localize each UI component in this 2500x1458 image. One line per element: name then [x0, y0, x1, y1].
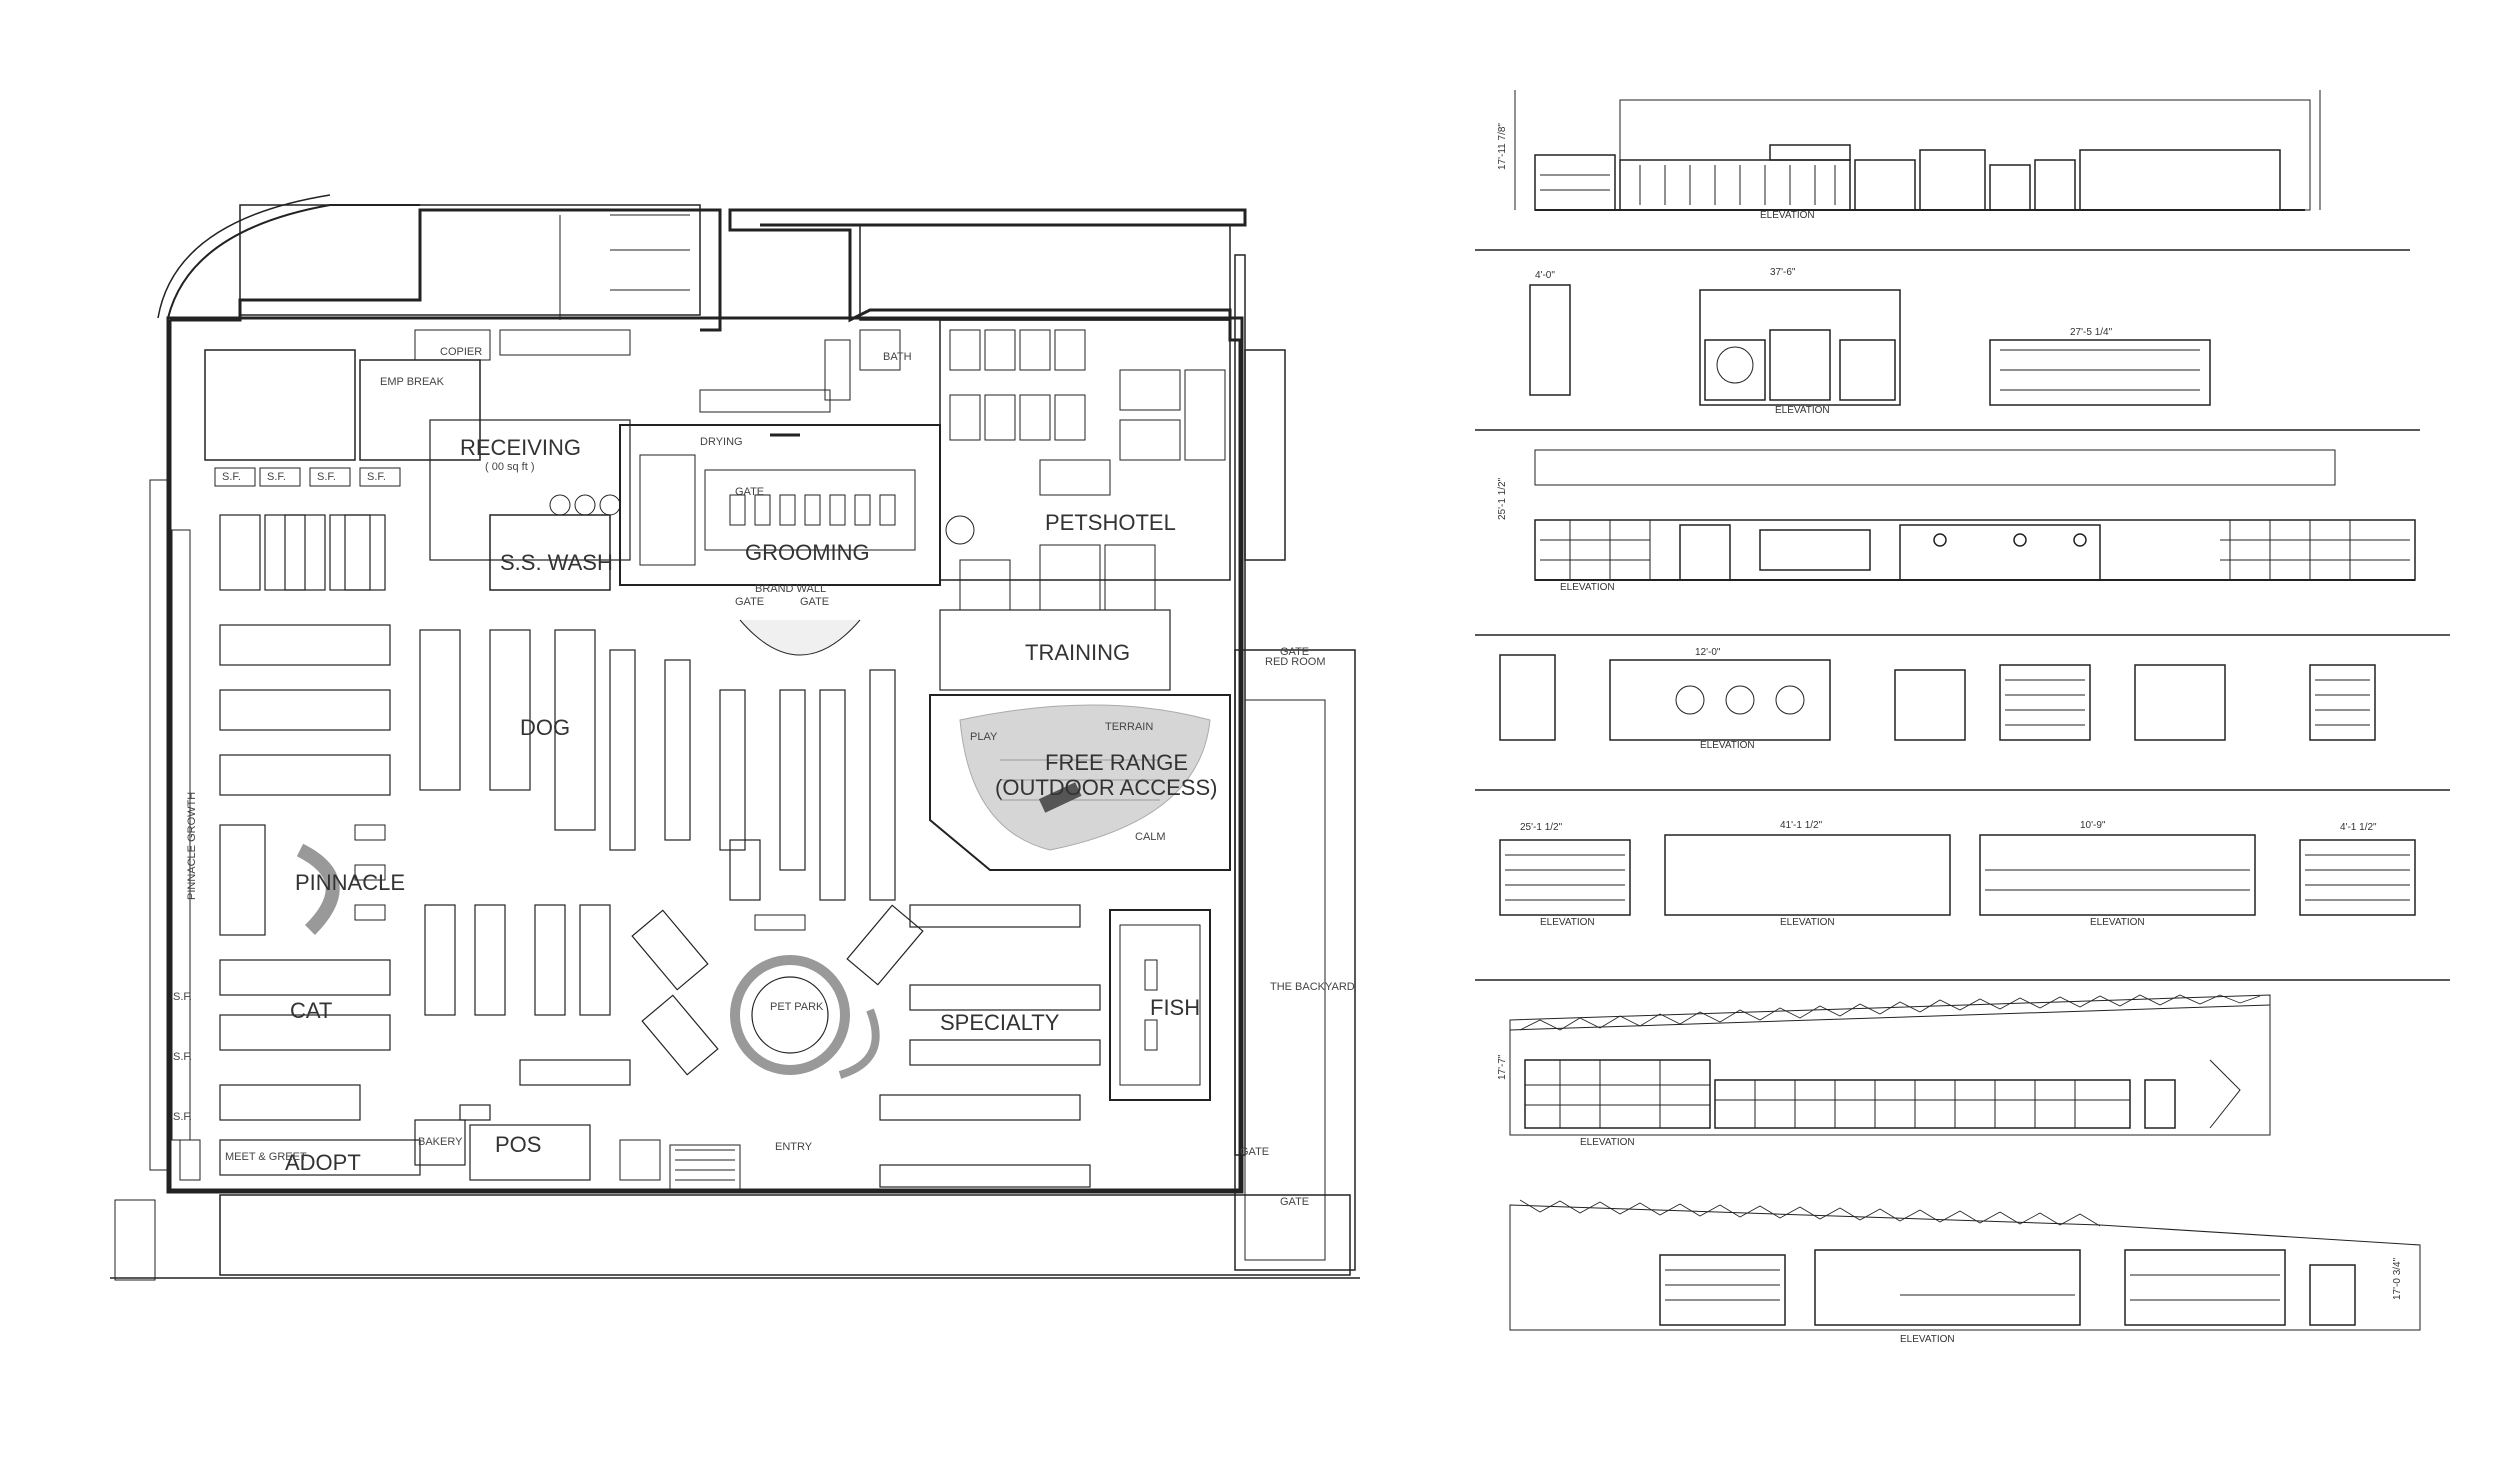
dim-row5-d: 4'-1 1/2"	[2340, 822, 2377, 833]
label-sf-5: S.F.	[173, 991, 192, 1003]
free-range-area	[929, 694, 1231, 871]
label-receiving-sub: ( 00 sq ft )	[485, 461, 535, 473]
caption-2: ELEVATION	[1775, 405, 1830, 416]
elevation-row-7	[1509, 1199, 2421, 1331]
dim-row3-height: 25'-1 1/2"	[1497, 477, 1508, 520]
label-sf-4: S.F.	[367, 471, 386, 483]
label-bakery: BAKERY	[418, 1136, 463, 1148]
pinnacle-display	[296, 843, 340, 935]
label-brand-wall: BRAND WALL	[755, 583, 826, 595]
label-pinnacle-growth: PINNACLE GROWTH	[186, 792, 198, 900]
dim-row5-a: 25'-1 1/2"	[1520, 822, 1563, 833]
cat-aisles	[219, 904, 631, 1121]
label-emp-break: EMP BREAK	[380, 376, 445, 388]
label-pet-park: PET PARK	[770, 1001, 824, 1013]
label-sf-6: S.F.	[173, 1051, 192, 1063]
label-training: TRAINING	[1025, 640, 1130, 665]
elevation-row-1	[1514, 90, 2321, 211]
label-sf-3: S.F.	[317, 471, 336, 483]
dim-row6-height: 17'-7"	[1497, 1054, 1508, 1080]
elevation-row-6	[1509, 994, 2271, 1136]
caption-1: ELEVATION	[1760, 210, 1815, 221]
floor-plan	[110, 194, 1360, 1281]
curved-facade	[167, 204, 420, 319]
label-cat: CAT	[290, 998, 332, 1023]
label-bath: BATH	[883, 351, 912, 363]
dim-row4-a: 12'-0"	[1695, 647, 1721, 658]
elevations: 17'-11 7/8" 4'-0" 37'-6" 27'-5 1/4"	[1475, 90, 2450, 1345]
caption-7: ELEVATION	[2090, 917, 2145, 928]
ss-wash-room	[489, 514, 611, 591]
label-grooming: GROOMING	[745, 540, 870, 565]
label-sf-1: S.F.	[222, 471, 241, 483]
label-ss-wash: S.S. WASH	[500, 550, 613, 575]
dog-aisles	[219, 514, 896, 901]
label-the-backyard: THE BACKYARD	[1270, 981, 1355, 993]
label-specialty: SPECIALTY	[940, 1010, 1060, 1035]
elevation-row-4	[1499, 654, 2376, 741]
label-calm: CALM	[1135, 831, 1166, 843]
dim-row7-height: 17'-0 3/4"	[2392, 1257, 2403, 1300]
bakery	[414, 1119, 466, 1166]
caption-9: ELEVATION	[1900, 1334, 1955, 1345]
label-gate-4: GATE	[1280, 646, 1309, 658]
pos-counter	[469, 1124, 591, 1181]
building-outline	[168, 208, 1247, 1192]
label-gate-5: GATE	[1240, 1146, 1269, 1158]
elevation-row-2	[1529, 284, 2211, 406]
fish-room	[1109, 909, 1211, 1101]
label-gate-3: GATE	[800, 596, 829, 608]
label-gate-6: GATE	[1280, 1196, 1309, 1208]
label-terrain: TERRAIN	[1105, 721, 1153, 733]
caption-8: ELEVATION	[1580, 1137, 1635, 1148]
floor-plan-labels: RECEIVING ( 00 sq ft ) S.S. WASH GROOMIN…	[173, 346, 1355, 1208]
caption-6: ELEVATION	[1780, 917, 1835, 928]
label-sf-2: S.F.	[267, 471, 286, 483]
label-free-range: FREE RANGE	[1045, 750, 1188, 775]
label-copier: COPIER	[440, 346, 482, 358]
label-drying: DRYING	[700, 436, 743, 448]
dim-row2-a: 4'-0"	[1535, 270, 1555, 281]
label-fish: FISH	[1150, 995, 1200, 1020]
label-meet-greet: MEET & GREET	[225, 1151, 307, 1163]
dim-row5-b: 41'-1 1/2"	[1780, 820, 1823, 831]
caption-3: ELEVATION	[1560, 582, 1615, 593]
label-gate-1: GATE	[735, 486, 764, 498]
elevation-row-3	[1534, 449, 2416, 581]
caption-5: ELEVATION	[1540, 917, 1595, 928]
pet-park	[730, 955, 850, 1075]
dim-row5-c: 10'-9"	[2080, 820, 2106, 831]
caption-4: ELEVATION	[1700, 740, 1755, 751]
label-play: PLAY	[970, 731, 998, 743]
label-red-room: RED ROOM	[1265, 656, 1326, 668]
label-petshotel: PETSHOTEL	[1045, 510, 1176, 535]
floor-plan-boundary	[166, 316, 1244, 1194]
adopt-area	[219, 1139, 421, 1176]
label-dog: DOG	[520, 715, 570, 740]
label-receiving: RECEIVING	[460, 435, 581, 460]
training-room	[939, 609, 1171, 691]
receiving-room	[429, 419, 631, 561]
service-block	[239, 204, 701, 316]
label-pos: POS	[495, 1132, 541, 1157]
dim-row1-height: 17'-11 7/8"	[1497, 123, 1508, 170]
label-outdoor-access: (OUTDOOR ACCESS)	[995, 775, 1217, 800]
dim-row2-c: 27'-5 1/4"	[2070, 327, 2113, 338]
elevation-row-5	[1499, 834, 2416, 916]
label-pinnacle: PINNACLE	[295, 870, 405, 895]
petshotel-room	[939, 319, 1231, 581]
label-gate-2: GATE	[735, 596, 764, 608]
label-adopt: ADOPT	[285, 1150, 361, 1175]
label-sf-7: S.F.	[173, 1111, 192, 1123]
restrooms	[204, 349, 356, 461]
dim-row2-b: 37'-6"	[1770, 267, 1796, 278]
label-entry: ENTRY	[775, 1141, 813, 1153]
